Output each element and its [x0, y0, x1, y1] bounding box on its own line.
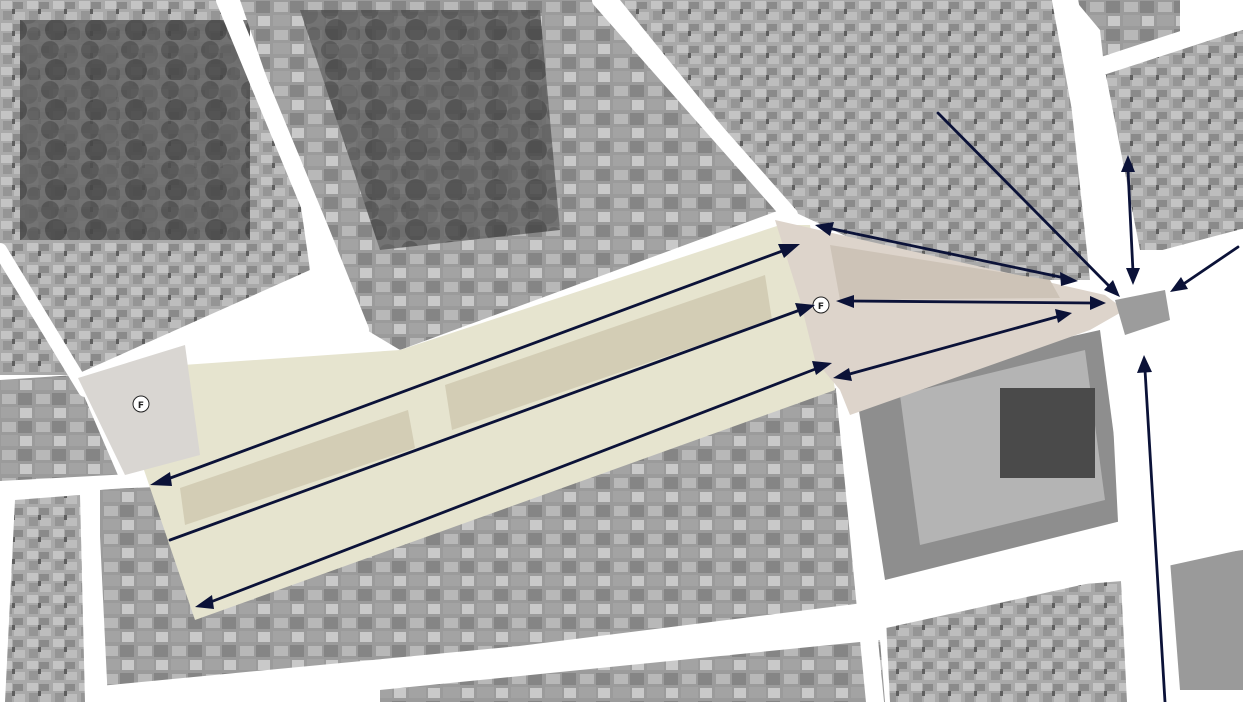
arrow-east-bottom	[833, 309, 1072, 381]
square-east-inner	[830, 245, 1060, 300]
fountain-west-icon	[132, 395, 150, 413]
flow-arrows	[150, 111, 1240, 702]
block-far-southeast	[1170, 550, 1243, 690]
junction-building	[1115, 290, 1170, 335]
trees-north-central	[300, 10, 560, 250]
block-far-northeast	[1075, 0, 1180, 75]
block-east	[1105, 30, 1243, 250]
street-north-1	[216, 0, 369, 339]
arrow-piazza-middle	[168, 303, 815, 542]
arrow-east-street	[1170, 245, 1240, 292]
marker-fountain-west: F	[132, 395, 150, 413]
block-southwest	[5, 495, 85, 702]
marker-fountain-east: F	[812, 296, 830, 314]
arrow-south-street	[1137, 355, 1167, 702]
arrow-north-street	[1121, 155, 1140, 285]
marker-label: F	[818, 302, 824, 312]
piazza	[78, 220, 1170, 620]
street-northeast	[1081, 11, 1243, 79]
marker-label: F	[138, 401, 144, 411]
block-west	[0, 375, 120, 490]
arrow-east-top	[815, 222, 1078, 286]
street-north-2	[592, 0, 798, 223]
palazzo-courtyard	[1000, 388, 1095, 478]
arrow-east-middle	[836, 295, 1106, 310]
block-northeast	[620, 0, 1090, 280]
arrow-piazza-bottom	[195, 361, 832, 609]
street-west	[0, 243, 92, 397]
street-east-spur	[1119, 229, 1243, 281]
street-west-horizontal	[0, 473, 157, 495]
trees-northwest	[20, 20, 250, 240]
street-south	[86, 521, 1243, 702]
block-south	[100, 385, 880, 690]
street-southwest	[82, 487, 108, 702]
piazza-bed-east	[445, 275, 772, 430]
piazza-bed-west	[180, 410, 415, 525]
street-central-south	[836, 381, 884, 702]
arrow-northeast-diagonal	[936, 111, 1120, 297]
arrow-piazza-top	[150, 244, 800, 486]
block-bottom	[380, 640, 885, 702]
